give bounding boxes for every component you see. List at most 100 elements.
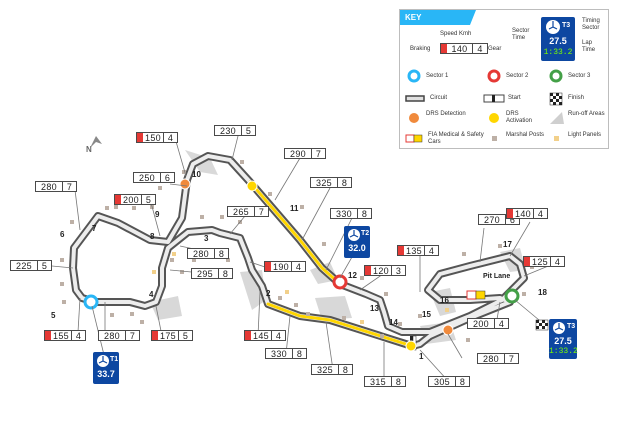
timer-time: 33.7 xyxy=(97,369,115,379)
turn-number: 13 xyxy=(370,304,379,313)
sector-timer-t2: T2 32.0 xyxy=(344,226,370,258)
key-timer-lap: 1:33.2 xyxy=(543,48,573,57)
timer-time: 27.5 xyxy=(554,336,572,346)
gear-value: 4 xyxy=(291,262,305,272)
braking-label: Braking xyxy=(410,46,431,52)
speed-value: 280 xyxy=(41,182,57,192)
gear-value: 7 xyxy=(311,149,325,159)
sector-3-marker xyxy=(504,288,520,304)
gear-value: 4 xyxy=(550,257,564,267)
braking-indicator xyxy=(398,246,404,255)
gear-value: 7 xyxy=(62,182,76,192)
speed-value: 140 xyxy=(515,209,531,219)
legend-label: Light Panels xyxy=(568,132,602,138)
drs-detection-marker xyxy=(179,178,191,190)
timer-sector-label: T1 xyxy=(110,356,119,363)
speed-value: 305 xyxy=(434,377,450,387)
braking-indicator xyxy=(365,266,371,275)
speed-box: 295 8 xyxy=(191,268,233,279)
gear-value: 8 xyxy=(391,377,405,387)
legend-label: Sector 1 xyxy=(426,73,449,79)
drs-zone-back-straight xyxy=(248,180,342,286)
speed-value: 315 xyxy=(370,377,386,387)
speed-box: 225 5 xyxy=(10,260,52,271)
gear-value: 4 xyxy=(271,331,285,341)
speed-value: 290 xyxy=(290,149,306,159)
turn-number: 8 xyxy=(150,232,155,241)
finish-flag-icon xyxy=(535,319,549,331)
gear-value: 5 xyxy=(178,331,192,341)
turn-number: 11 xyxy=(290,204,299,213)
gear-value: 8 xyxy=(337,178,351,188)
speed-value: 190 xyxy=(273,262,289,272)
braking-indicator xyxy=(45,331,51,340)
timer-lap: 1:33.2 xyxy=(549,347,578,356)
turn-number: 3 xyxy=(204,234,209,243)
legend-label: Start xyxy=(508,95,521,101)
leader-lines xyxy=(51,127,559,383)
speed-value: 200 xyxy=(473,319,489,329)
braking-indicator xyxy=(507,209,513,218)
sector-time-label: Sector Time xyxy=(512,28,530,41)
speed-value: 330 xyxy=(271,349,287,359)
key-sample-speed: 140 xyxy=(451,44,468,54)
gear-value: 5 xyxy=(37,261,51,271)
braking-indicator xyxy=(115,195,121,204)
turn-number: 14 xyxy=(389,318,398,327)
key-timer-sample: T3 27.5 1:33.2 xyxy=(541,17,575,61)
medical-car-icon xyxy=(466,290,486,300)
gear-value: 6 xyxy=(505,215,519,225)
speed-value: 280 xyxy=(104,331,120,341)
speed-value: 280 xyxy=(483,354,499,364)
speed-value: 200 xyxy=(123,195,139,205)
timer-sector-label: T2 xyxy=(361,230,370,237)
compass-label: N xyxy=(86,145,92,154)
braking-indicator xyxy=(137,133,143,142)
gear-value: 8 xyxy=(357,209,371,219)
turn-number: 2 xyxy=(266,289,271,298)
legend-label: Sector 2 xyxy=(506,73,529,79)
turn-number: 5 xyxy=(51,311,56,320)
speed-box: 325 8 xyxy=(310,177,352,188)
speed-value: 225 xyxy=(16,261,32,271)
speed-value: 295 xyxy=(197,269,213,279)
gear-value: 5 xyxy=(141,195,155,205)
sector-2-marker xyxy=(332,274,348,290)
key-timer-sector: T3 xyxy=(562,22,571,29)
legend-symbols xyxy=(405,69,564,143)
timer-sector-label: T3 xyxy=(567,323,576,330)
sector-timer-t3: T3 27.5 1:33.2 xyxy=(549,319,578,359)
legend-key: KEY Braking Speed Kmh Gear 140 4 Sector … xyxy=(399,9,609,149)
legend-label: Finish xyxy=(568,95,585,101)
legend-label: Run-off Areas xyxy=(568,111,605,117)
gear-value: 8 xyxy=(218,269,232,279)
compass-icon xyxy=(90,136,102,148)
speed-value: 325 xyxy=(316,178,332,188)
gear-value: 8 xyxy=(338,365,352,375)
key-sample-gear: 4 xyxy=(472,44,487,54)
legend-label: DRS Activation xyxy=(506,111,533,124)
gear-value: 4 xyxy=(163,133,177,143)
speed-value: 250 xyxy=(139,173,155,183)
legend-label: Sector 3 xyxy=(568,73,591,79)
gear-value: 7 xyxy=(254,207,268,217)
gear-value: 4 xyxy=(494,319,508,329)
turn-number: 4 xyxy=(149,290,154,299)
legend-label: FIA Medical & Safety Cars xyxy=(428,132,484,145)
track-surface xyxy=(71,154,526,348)
turn-number: 9 xyxy=(155,210,160,219)
